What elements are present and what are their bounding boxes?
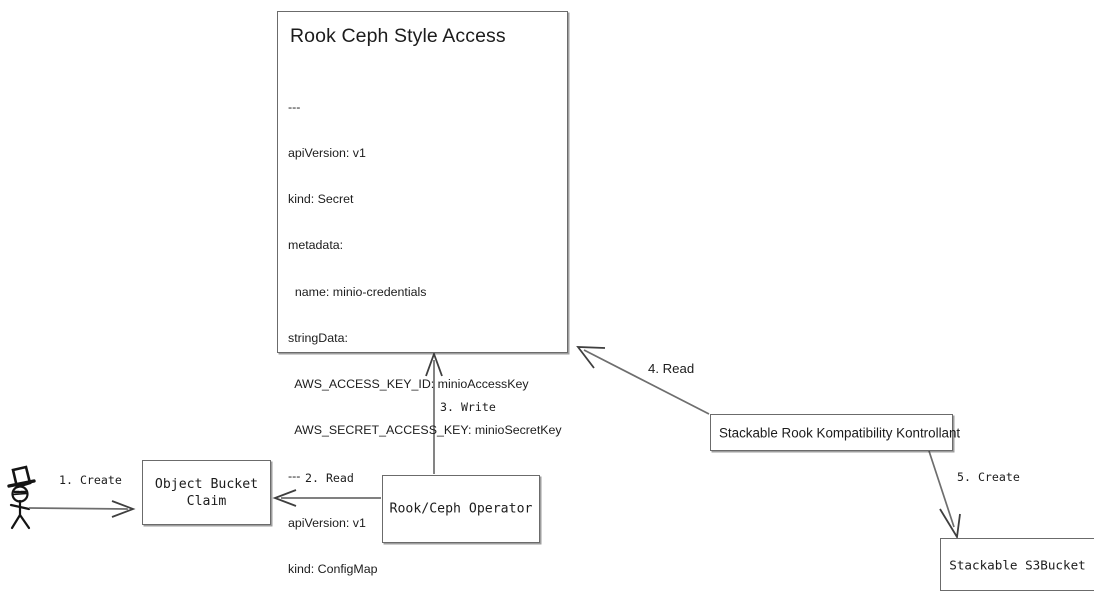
yaml-line: stringData: [288, 330, 348, 345]
arrow-4-read [576, 346, 710, 415]
edge-label-5-create: 5. Create [957, 470, 1020, 484]
yaml-card-title: Rook Ceph Style Access [290, 25, 506, 47]
node-stackable-rook-kompatibility-kontrollant: Stackable Rook Kompatibility Kontrollant [710, 414, 960, 451]
edge-label-4-read: 4. Read [648, 361, 695, 376]
yaml-line: --- [288, 469, 301, 484]
yaml-line: name: minio-credentials [288, 284, 427, 299]
actor-stick-figure-icon [7, 465, 36, 530]
node-rook-ceph-operator: Rook/Ceph Operator [382, 475, 540, 543]
yaml-line: --- [288, 99, 301, 114]
yaml-line: kind: Secret [288, 192, 354, 207]
edge-label-1-create: 1. Create [59, 473, 122, 487]
rook-ceph-style-access-card: Rook Ceph Style Access --- apiVersion: v… [277, 11, 568, 576]
yaml-line: apiVersion: v1 [288, 515, 366, 530]
yaml-line: AWS_SECRET_ACCESS_KEY: minioSecretKey [288, 423, 562, 438]
edge-label-3-write: 3. Write [440, 400, 496, 414]
yaml-card-body: --- apiVersion: v1 kind: Secret metadata… [288, 69, 565, 591]
edge-label-2-read: 2. Read [305, 471, 354, 485]
yaml-line: apiVersion: v1 [288, 146, 366, 161]
yaml-line: AWS_ACCESS_KEY_ID: minioAccessKey [288, 377, 529, 392]
rook-ceph-operator-label: Rook/Ceph Operator [389, 501, 533, 517]
arrow-5-create [928, 450, 961, 540]
node-object-bucket-claim: Object Bucket Claim [142, 460, 271, 525]
arrow-1-create [28, 500, 136, 518]
stackable-rook-kompatibility-kontrollant-label: Stackable Rook Kompatibility Kontrollant [719, 425, 961, 440]
yaml-line: metadata: [288, 238, 344, 253]
node-stackable-s3bucket: Stackable S3Bucket [940, 538, 1094, 591]
yaml-line: kind: ConfigMap [288, 561, 378, 576]
object-bucket-claim-label: Object Bucket Claim [154, 476, 259, 509]
stackable-s3bucket-label: Stackable S3Bucket [949, 557, 1086, 572]
